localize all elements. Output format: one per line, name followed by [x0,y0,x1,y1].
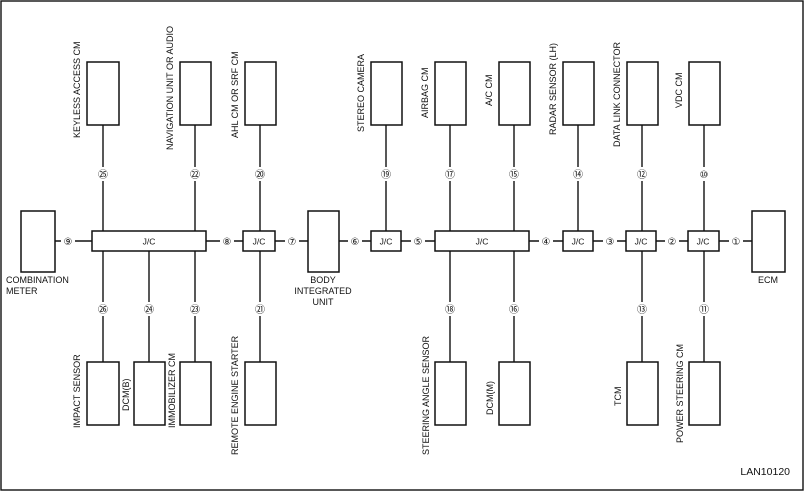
bus-numbers: ⑨ ⑧ ⑦ ⑥ ⑤ ④ ③ ② ① [61,234,743,248]
impact-sensor-box [86,361,120,426]
bus-number-9: ⑨ [64,237,73,248]
power-steering-cm-label: POWER STEERING CM [675,344,685,443]
body-integrated-unit-label-1: BODY [310,275,336,285]
remote-engine-starter-box [244,361,277,426]
jc-label-5: J/C [572,237,585,247]
impact-sensor-label: IMPACT SENSOR [72,354,82,428]
bus-number-5: ⑤ [414,237,423,248]
steering-angle-sensor-number: ⑱ [445,304,455,316]
remote-engine-starter-label: REMOTE ENGINE STARTER [230,335,240,455]
tcm-number: ⑬ [637,304,647,316]
ahl-srf-cm-number: ⑳ [255,169,265,181]
vdc-cm-box [688,61,721,126]
jc-label-4: J/C [476,237,489,247]
navigation-unit-number: ㉒ [190,169,200,181]
body-integrated-unit-label-3: UNIT [313,297,334,307]
combination-meter-label-2: METER [6,286,38,296]
tcm-label: TCM [613,387,623,407]
ac-cm-label: A/C CM [484,75,494,107]
jc-box-5 [562,230,594,252]
remote-engine-starter-number: ㉑ [255,304,265,316]
data-link-connector-label: DATA LINK CONNECTOR [612,41,622,147]
keyless-access-cm-box [86,61,120,126]
ecm-box [751,210,786,273]
bus-number-1: ① [732,237,741,248]
dcm-b-box [133,361,166,426]
vdc-cm-label: VDC CM [674,73,684,109]
bus-number-2: ② [668,237,677,248]
stereo-camera-box [370,61,403,126]
bus-number-8: ⑧ [223,237,232,248]
immobilizer-cm-label: IMMOBILIZER CM [167,353,177,428]
navigation-unit-box [179,61,212,126]
airbag-cm-number: ⑰ [445,169,455,181]
bus-number-3: ③ [606,237,615,248]
jc-box-3 [370,230,402,252]
airbag-cm-label: AIRBAG CM [420,67,430,118]
jc-label-2: J/C [253,237,266,247]
bus-number-4: ④ [542,237,551,248]
steering-angle-sensor-box [434,361,467,426]
jc-box-1 [91,230,207,252]
data-link-connector-number: ⑫ [637,169,647,181]
ac-cm-box [498,61,531,126]
jc-label-3: J/C [380,237,393,247]
body-integrated-unit-box [307,210,340,273]
ahl-srf-cm-label: AHL CM OR SRF CM [230,51,240,138]
figure-reference: LAN10120 [740,466,790,478]
stereo-camera-number: ⑲ [381,169,391,181]
bottom-units: IMPACT SENSOR ㉖ DCM(B) ㉔ IMMOBILIZER CM … [72,302,721,455]
stereo-camera-label: STEREO CAMERA [356,54,366,132]
combination-meter-label-1: COMBINATION [6,275,69,285]
power-steering-cm-number: ⑪ [699,304,709,316]
tcm-box [626,361,659,426]
dcm-b-number: ㉔ [144,304,154,316]
jc-label-6: J/C [635,237,648,247]
body-integrated-unit-label-2: INTEGRATED [294,286,352,296]
dcm-m-label: DCM(M) [485,381,495,415]
keyless-access-cm-number: ㉕ [98,169,108,181]
impact-sensor-number: ㉖ [98,304,108,316]
jc-box-2 [242,230,276,252]
dcm-m-box [498,361,531,426]
jc-label-1: J/C [143,237,156,247]
radar-sensor-number: ⑭ [573,169,583,181]
jc-box-4 [434,230,530,252]
immobilizer-cm-number: ㉓ [190,304,200,316]
power-steering-cm-box [688,361,721,426]
data-link-connector-box [626,61,659,126]
junction-connectors: J/C J/C J/C J/C J/C J/C J/C [91,230,720,252]
bus-number-7: ⑦ [288,237,297,248]
airbag-cm-box [434,61,467,126]
navigation-unit-label: NAVIGATION UNIT OR AUDIO [165,26,175,150]
radar-sensor-box [562,61,595,126]
combination-meter-box [20,210,56,273]
keyless-access-cm-label: KEYLESS ACCESS CM [72,41,82,138]
ahl-srf-cm-box [244,61,277,126]
radar-sensor-label: RADAR SENSOR (LH) [548,43,558,135]
dcm-m-number: ⑯ [509,304,519,316]
jc-box-6 [625,230,657,252]
bus-number-6: ⑥ [351,237,360,248]
ecm-label: ECM [758,275,778,285]
ac-cm-number: ⑮ [509,169,519,181]
jc-box-7 [687,230,720,252]
dcm-b-label: DCM(B) [121,379,131,412]
jc-label-7: J/C [697,237,710,247]
immobilizer-cm-box [179,361,212,426]
steering-angle-sensor-label: STEERING ANGLE SENSOR [421,335,431,455]
vdc-cm-number: ⑩ [700,170,709,181]
top-units: KEYLESS ACCESS CM ㉕ NAVIGATION UNIT OR A… [72,26,721,181]
